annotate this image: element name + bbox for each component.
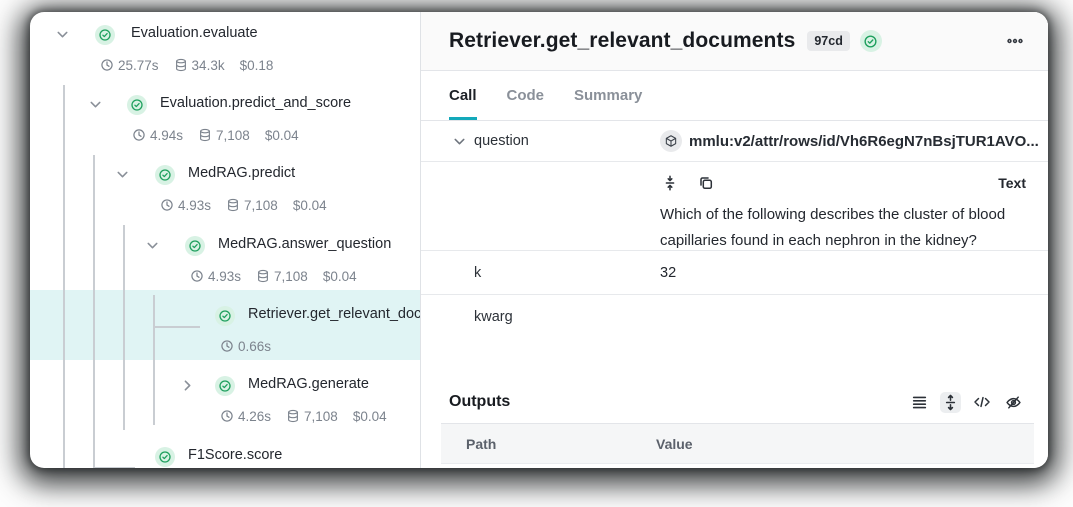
- tab-summary[interactable]: Summary: [574, 71, 642, 120]
- collapse-vertical-icon[interactable]: [660, 173, 680, 193]
- tokens-stat: 7,108: [226, 198, 278, 213]
- chevron-down-icon[interactable]: [115, 167, 131, 183]
- outputs-title: Outputs: [449, 393, 511, 410]
- outputs-view-controls: [909, 391, 1024, 413]
- tab-call[interactable]: Call: [449, 71, 477, 120]
- trace-row-stats: 4.93s 7,108 $0.04: [190, 265, 372, 287]
- trace-op-label[interactable]: Evaluation.evaluate: [131, 25, 258, 41]
- cost-stat: $0.04: [352, 408, 387, 424]
- chevron-down-icon[interactable]: [145, 238, 161, 254]
- call-header: Retriever.get_relevant_documents 97cd: [421, 12, 1048, 71]
- code-view-icon[interactable]: [971, 392, 993, 412]
- trace-op-label[interactable]: Evaluation.predict_and_score: [160, 95, 352, 111]
- trace-tree-row[interactable]: Retriever.get_relevant_documents: [30, 303, 420, 329]
- call-detail-panel: Retriever.get_relevant_documents 97cd Ca…: [421, 12, 1048, 468]
- cost-stat: $0.04: [322, 268, 357, 284]
- input-value: 32: [660, 264, 677, 281]
- outputs-row-value[interactable]: Value: [441, 464, 1034, 468]
- call-title: Retriever.get_relevant_documents: [449, 29, 796, 52]
- cost-stat: $0.04: [264, 127, 299, 143]
- tab-code[interactable]: Code: [507, 71, 545, 120]
- status-success-icon: [155, 447, 175, 467]
- outputs-table-header: Path Value: [441, 424, 1034, 464]
- chevron-right-icon[interactable]: [180, 378, 196, 394]
- viewer-toolbar: Text: [660, 170, 1026, 196]
- status-success-icon: [95, 25, 115, 45]
- format-label: Text: [998, 175, 1026, 191]
- trace-row-stats: 0.66s: [220, 335, 286, 357]
- object-ref-link[interactable]: mmlu:v2/attr/rows/id/Vh6R6egN7nBsjTUR1AV…: [660, 130, 1039, 152]
- column-header-path: Path: [466, 435, 497, 452]
- trace-op-label[interactable]: F1Score.score: [188, 447, 283, 463]
- detail-tabs: Call Code Summary: [421, 71, 1048, 121]
- input-key: kwarg: [474, 309, 513, 325]
- call-id-badge[interactable]: 97cd: [807, 31, 850, 51]
- duration-stat: 4.93s: [190, 269, 241, 284]
- input-key: question: [474, 133, 529, 149]
- tokens-stat: 7,108: [286, 409, 338, 424]
- hide-eye-icon[interactable]: [1003, 392, 1024, 413]
- trace-tree-row[interactable]: MedRAG.answer_question: [30, 233, 420, 259]
- trace-op-label[interactable]: MedRAG.generate: [248, 376, 369, 392]
- list-lines-icon[interactable]: [909, 392, 930, 413]
- trace-tree-row[interactable]: Evaluation.evaluate: [30, 22, 420, 48]
- chevron-down-icon[interactable]: [452, 134, 468, 149]
- cost-stat: $0.04: [292, 197, 327, 213]
- tree-guide-line: [123, 225, 125, 430]
- trace-row-stats: 4.94s 7,108 $0.04: [132, 124, 314, 146]
- tree-guide-line: [153, 295, 155, 425]
- tokens-stat: 7,108: [198, 128, 250, 143]
- status-success-icon: [859, 30, 882, 52]
- chevron-down-icon[interactable]: [55, 27, 71, 43]
- question-text: Which of the following describes the clu…: [660, 206, 1006, 249]
- cube-ref-icon: [660, 130, 682, 152]
- status-success-icon: [127, 95, 147, 115]
- outputs-table: Path Value Value: [441, 423, 1034, 468]
- chevron-down-icon[interactable]: [88, 97, 104, 113]
- question-text-viewer: Text Which of the following describes th…: [421, 162, 1048, 251]
- trace-tree-row[interactable]: MedRAG.generate: [30, 373, 420, 399]
- input-row-k: k 32: [421, 251, 1048, 295]
- duration-stat: 4.26s: [220, 409, 271, 424]
- duration-stat: 4.93s: [160, 198, 211, 213]
- input-key: k: [474, 264, 482, 281]
- duration-stat: 0.66s: [220, 339, 271, 354]
- expand-rows-icon[interactable]: [940, 391, 961, 413]
- input-row-kwarg: kwarg: [421, 295, 1048, 363]
- cost-stat: $0.18: [239, 57, 274, 73]
- trace-row-stats: 25.77s 34.3k $0.18: [100, 54, 288, 76]
- copy-icon[interactable]: [696, 173, 716, 193]
- status-success-icon: [215, 376, 235, 396]
- duration-stat: 25.77s: [100, 58, 159, 73]
- object-ref-text: mmlu:v2/attr/rows/id/Vh6R6egN7nBsjTUR1AV…: [689, 132, 1039, 150]
- status-success-icon: [185, 236, 205, 256]
- tree-guide-elbow: [153, 326, 200, 328]
- tree-guide-line: [93, 155, 95, 468]
- duration-stat: 4.94s: [132, 128, 183, 143]
- input-row-question: question mmlu:v2/attr/rows/id/Vh6R6egN7n…: [421, 121, 1048, 162]
- status-success-icon: [215, 306, 235, 326]
- trace-tree-row[interactable]: MedRAG.predict: [30, 162, 420, 188]
- status-success-icon: [155, 165, 175, 185]
- trace-row-stats: 4.93s 7,108 $0.04: [160, 194, 342, 216]
- tree-guide-elbow: [93, 467, 135, 468]
- column-header-value: Value: [656, 435, 693, 452]
- trace-tree-row[interactable]: Evaluation.predict_and_score: [30, 92, 420, 118]
- outputs-header: Outputs: [421, 381, 1048, 423]
- trace-op-label[interactable]: Retriever.get_relevant_documents: [248, 306, 420, 322]
- trace-tree-row[interactable]: F1Score.score: [30, 444, 420, 468]
- trace-op-label[interactable]: MedRAG.predict: [188, 165, 296, 181]
- trace-row-stats: 4.26s 7,108 $0.04: [220, 405, 402, 427]
- tokens-stat: 7,108: [256, 269, 308, 284]
- trace-op-label[interactable]: MedRAG.answer_question: [218, 236, 392, 252]
- call-content: question mmlu:v2/attr/rows/id/Vh6R6egN7n…: [421, 121, 1048, 468]
- overflow-menu-icon[interactable]: [1002, 30, 1028, 52]
- tree-guide-line: [63, 85, 65, 468]
- tokens-stat: 34.3k: [174, 58, 225, 73]
